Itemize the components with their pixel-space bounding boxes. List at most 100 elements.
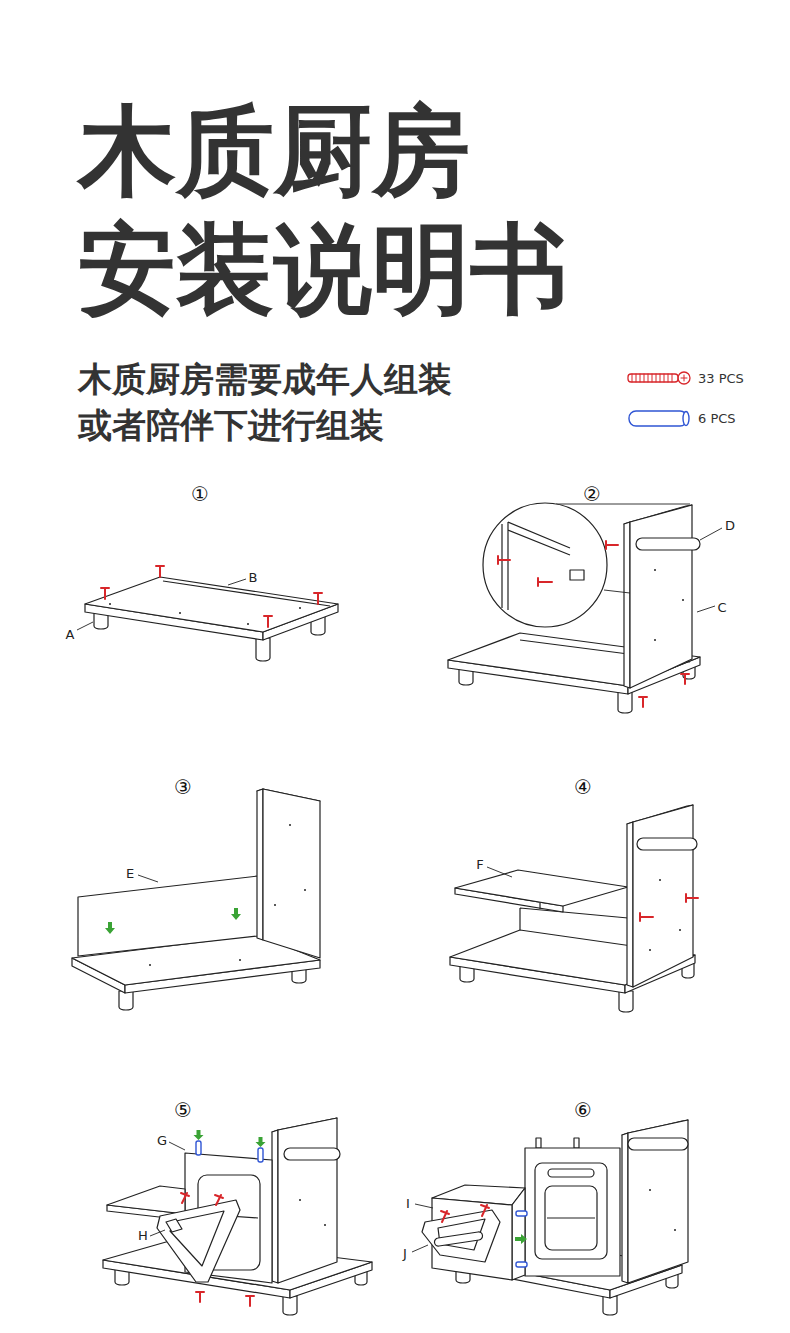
step5-figure-shape	[181, 1193, 189, 1203]
dowel-sample-shape	[629, 411, 687, 426]
step2-figure-shape	[538, 578, 552, 586]
step6-figure-shape	[628, 1138, 688, 1150]
step1-figure-shape	[256, 638, 270, 661]
step5-figure-shape	[157, 1200, 240, 1282]
step4-figure-shape	[640, 913, 653, 921]
step6-figure-shape	[548, 1169, 594, 1177]
step1-figure-shape	[109, 603, 111, 605]
step5-figure-shape	[169, 1142, 185, 1150]
step6-figure-shape	[674, 1229, 676, 1231]
step6-figure-shape	[535, 1163, 607, 1259]
part-letter: I	[406, 1196, 410, 1211]
step3-figure-shape	[304, 889, 306, 891]
step4-figure-shape	[679, 929, 681, 931]
step2-figure	[448, 503, 722, 713]
step6-figure-shape	[516, 1211, 527, 1216]
step3-figure-shape	[149, 964, 151, 966]
step6-figure-shape	[628, 1120, 688, 1283]
step3-figure-shape	[239, 959, 241, 961]
step2-figure-shape	[556, 504, 690, 505]
step5-figure-shape	[166, 1219, 182, 1232]
step6-figure-shape	[574, 1138, 579, 1148]
step4-figure-shape	[649, 949, 651, 951]
step1-figure-shape	[101, 588, 109, 599]
step6-figure-shape	[536, 1138, 541, 1148]
step2-figure-shape	[682, 599, 684, 601]
step5-figure-shape	[194, 1130, 204, 1140]
step2-figure-shape	[618, 692, 632, 713]
step5-figure-shape	[258, 1148, 263, 1162]
step2-figure-shape	[700, 528, 722, 540]
part-letter: J	[403, 1246, 407, 1261]
dowel-sample	[629, 411, 689, 426]
step2-figure-shape	[636, 538, 700, 550]
screw-sample-shape	[678, 372, 690, 384]
part-letter: H	[138, 1228, 148, 1243]
step6-figure-shape	[432, 1198, 512, 1280]
step6-figure-shape	[516, 1262, 527, 1267]
step4-figure-shape	[686, 894, 698, 902]
step6-figure-shape	[422, 1210, 500, 1262]
step1-figure-shape	[85, 577, 338, 632]
step-number: ④	[574, 776, 592, 798]
step2-figure-shape	[624, 522, 630, 688]
step6-figure-shape	[649, 1189, 651, 1191]
step-number: ①	[191, 483, 209, 505]
part-letter: B	[249, 570, 258, 585]
step5-figure-shape	[170, 1211, 224, 1266]
step6-figure-shape	[415, 1204, 433, 1208]
screw-sample	[628, 372, 690, 384]
step3-figure-shape	[78, 876, 258, 956]
step6-figure-shape	[434, 1232, 482, 1246]
page-title: 木质厨房 安装说明书	[78, 92, 718, 328]
step6-figure-shape	[412, 1245, 428, 1252]
step5-figure-shape	[150, 1230, 165, 1236]
parts-count: 33 PCS	[698, 371, 744, 386]
step4-figure-shape	[539, 903, 540, 909]
step6-figure-shape	[481, 1205, 489, 1216]
step3-figure-shape	[138, 875, 158, 882]
step2-figure-shape	[630, 505, 692, 688]
step5-figure-shape	[107, 1186, 185, 1214]
step-number: ⑤	[174, 1099, 192, 1121]
step5-figure-shape	[324, 1224, 326, 1226]
step2-figure-shape	[498, 556, 510, 564]
step6-figure-shape	[515, 1234, 527, 1244]
screw-sample-shape	[632, 374, 672, 382]
step1-figure-shape	[156, 566, 164, 577]
part-letter: E	[126, 866, 134, 881]
step1-figure-shape	[314, 593, 322, 604]
step1-figure-shape	[247, 623, 249, 625]
step4-figure-shape	[633, 805, 693, 987]
step4-figure-shape	[659, 879, 661, 881]
step1-figure-shape	[264, 616, 272, 627]
step3-figure-shape	[274, 904, 276, 906]
step2-figure-shape	[502, 522, 570, 610]
step5-figure-shape	[246, 1296, 254, 1306]
step2-figure-shape	[654, 569, 656, 571]
step5-figure-shape	[284, 1148, 340, 1160]
step5-figure-shape	[278, 1118, 337, 1283]
step1-figure-shape	[77, 622, 93, 630]
part-letter: F	[476, 857, 483, 872]
step5-figure-shape	[256, 1137, 266, 1147]
step2-figure-shape	[654, 639, 656, 641]
step2-figure-shape	[604, 590, 630, 593]
step3-figure-shape	[231, 908, 241, 920]
step4-figure-shape	[637, 838, 697, 850]
step4-figure-shape	[619, 991, 633, 1012]
part-letter: D	[725, 518, 735, 533]
step3-figure-shape	[119, 991, 133, 1010]
step-number: ③	[174, 776, 192, 798]
step5-figure-shape	[272, 1130, 278, 1283]
parts-count: 6 PCS	[698, 411, 736, 426]
step6-figure-shape	[622, 1133, 628, 1283]
step4-figure-shape	[520, 908, 628, 930]
step5-figure	[103, 1118, 372, 1315]
step4-figure-shape	[487, 867, 512, 877]
step5-figure-shape	[215, 1195, 223, 1205]
step6-figure-shape	[545, 1186, 597, 1250]
step2-figure-shape	[639, 697, 647, 707]
step6-figure-shape	[525, 1148, 620, 1276]
